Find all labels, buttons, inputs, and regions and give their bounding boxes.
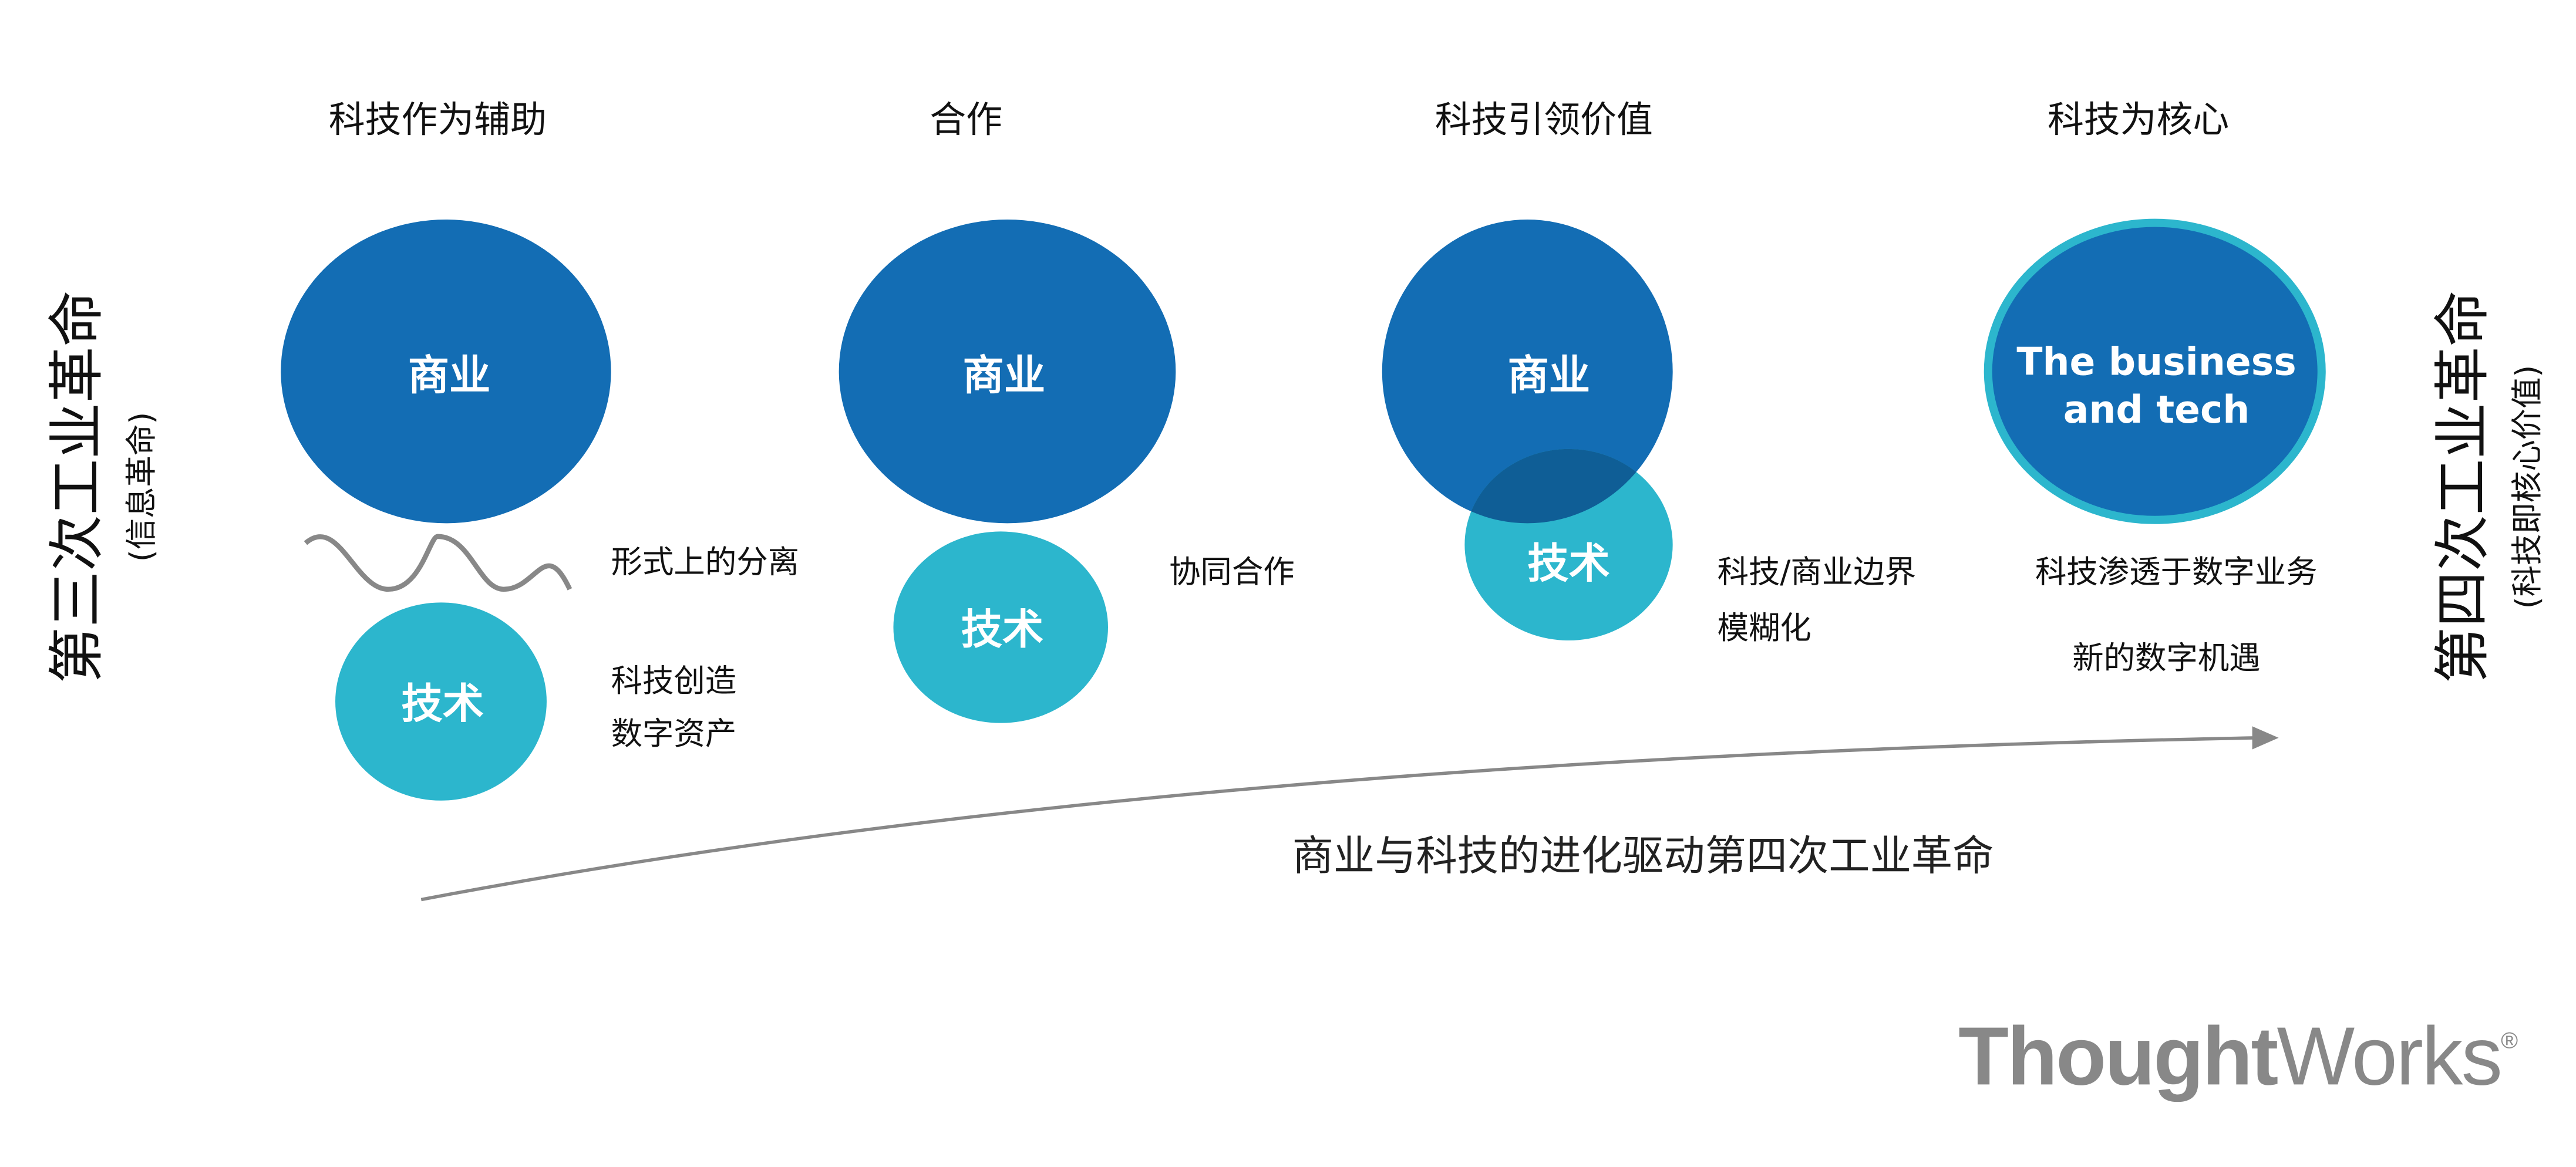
stage-3-note-blur: 模糊化 <box>1718 609 1811 646</box>
separation-wave-icon <box>304 534 573 592</box>
right-label-title: 第四次工业革命 <box>2429 291 2495 683</box>
stage-1-title: 科技作为辅助 <box>329 99 547 141</box>
stage-3-business-label: 商业 <box>1507 352 1590 400</box>
stage-2-note: 协同合作 <box>1169 554 1295 591</box>
stage-3-business-circle <box>1382 219 1673 524</box>
stage-3-note-boundary: 科技/商业边界 <box>1718 554 1916 591</box>
stage-4-note-penetrate: 科技渗透于数字业务 <box>2035 554 2318 591</box>
stage-1-business-circle <box>281 219 611 524</box>
evolution-arrow <box>420 736 2256 902</box>
stage-3-tech-label: 技术 <box>1527 539 1610 588</box>
stage-1-note-assets: 数字资产 <box>611 715 737 752</box>
stage-2-business-label: 商业 <box>963 352 1046 400</box>
stage-3-title: 科技引领价值 <box>1435 99 1653 141</box>
stage-4-merged-label-line1: The business <box>2016 340 2296 384</box>
stage-4-merged-circle <box>1984 218 2326 524</box>
stage-1-tech-label: 技术 <box>402 680 484 728</box>
right-label-subtitle: (科技即核心价值) <box>2508 365 2545 609</box>
stage-2-tech-label: 技术 <box>961 606 1044 654</box>
stage-1-business-label: 商业 <box>408 352 491 400</box>
stage-2-title: 合作 <box>930 99 1002 141</box>
stage-4-note-opportunity: 新的数字机遇 <box>2072 639 2260 676</box>
thoughtworks-logo: ThoughtWorks® <box>1958 1010 2518 1102</box>
left-label-title: 第三次工业革命 <box>43 291 109 683</box>
evolution-caption: 商业与科技的进化驱动第四次工业革命 <box>1292 832 1994 880</box>
left-label-subtitle: (信息革命) <box>123 412 160 562</box>
stage-2-tech-circle <box>893 531 1109 723</box>
arrow-head-icon <box>2252 726 2279 750</box>
stage-1-note-separation: 形式上的分离 <box>611 544 799 581</box>
stage-1-note-create: 科技创造 <box>611 662 737 699</box>
stage-4-merged-label-line2: and tech <box>2063 388 2250 432</box>
logo-bold: Thought <box>1958 1010 2278 1102</box>
stage-4-title: 科技为核心 <box>2048 99 2229 141</box>
stage-2-business-circle <box>839 219 1176 524</box>
logo-light: Works <box>2277 1010 2501 1102</box>
logo-registered-mark: ® <box>2501 1028 2518 1054</box>
stage-1-tech-circle <box>335 602 547 801</box>
